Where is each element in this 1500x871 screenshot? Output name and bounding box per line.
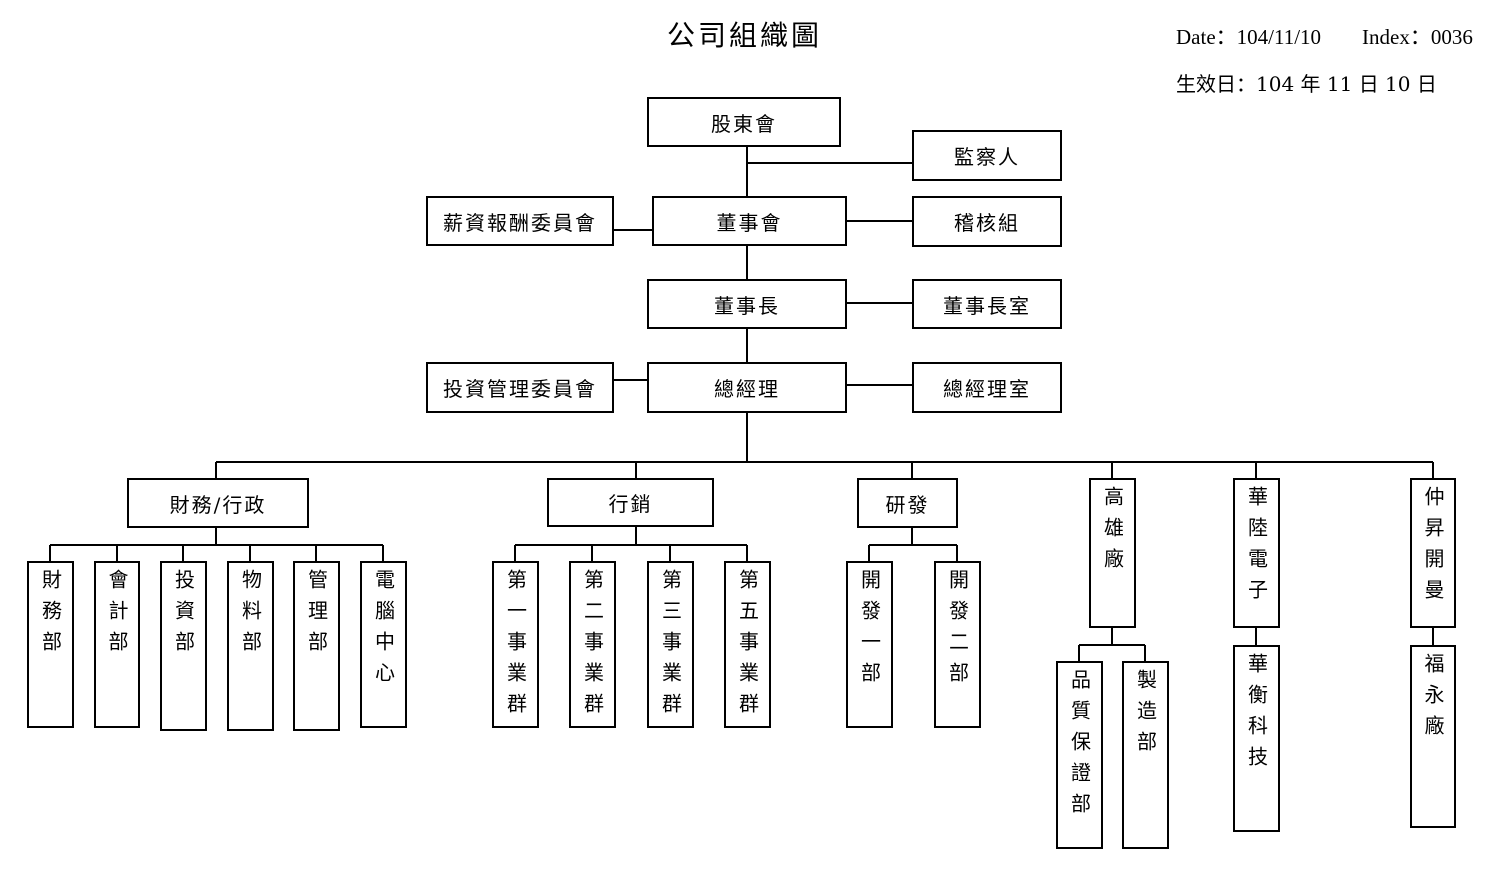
huaheng-tech-box: 華衡科技 (1233, 645, 1280, 832)
business-group-2-label: 第二事業群 (580, 569, 605, 724)
development-dept-2-box: 開發二部 (934, 561, 981, 728)
development-dept-1-label: 開發一部 (857, 569, 882, 693)
business-group-3-box: 第三事業群 (647, 561, 694, 728)
business-group-1-label: 第一事業群 (503, 569, 528, 724)
shareholders-box: 股東會 (647, 97, 841, 147)
investment-dept-box: 投資部 (160, 561, 207, 731)
general-manager-box: 總經理 (647, 362, 847, 413)
business-group-2-box: 第二事業群 (569, 561, 616, 728)
development-dept-1-box: 開發一部 (846, 561, 893, 728)
investment-committee-box: 投資管理委員會 (426, 362, 614, 413)
finance-admin-division: 財務/行政 (127, 478, 309, 528)
finance-admin-label: 財務/行政 (169, 492, 267, 517)
salary-committee-label: 薪資報酬委員會 (443, 210, 597, 235)
gm-office-label: 總經理室 (943, 377, 1031, 401)
computer-center-label: 電腦中心 (371, 569, 396, 693)
general-manager-label: 總經理 (714, 377, 780, 401)
business-group-1-box: 第一事業群 (492, 561, 539, 728)
finance-dept-label: 財務部 (38, 569, 63, 662)
kaohsiung-plant-label: 高雄廠 (1100, 486, 1125, 579)
index-label: Index：0036 (1362, 25, 1473, 49)
accounting-dept-label: 會計部 (105, 569, 129, 662)
rd-division: 研發 (857, 478, 958, 528)
page-title: 公司組織圖 (667, 19, 823, 52)
board-label: 董事會 (716, 210, 783, 235)
development-dept-2-label: 開發二部 (945, 569, 970, 693)
salary-committee-box: 薪資報酬委員會 (426, 196, 614, 246)
investment-committee-label: 投資管理委員會 (443, 377, 597, 401)
kaohsiung-plant-division: 高雄廠 (1089, 478, 1136, 628)
manufacturing-dept-label: 製造部 (1133, 669, 1158, 762)
finance-dept-box: 財務部 (27, 561, 74, 728)
board-box: 董事會 (652, 196, 847, 246)
management-dept-box: 管理部 (293, 561, 340, 731)
huaheng-tech-label: 華衡科技 (1244, 653, 1269, 777)
business-group-5-box: 第五事業群 (724, 561, 771, 728)
chairman-office-label: 董事長室 (943, 293, 1031, 318)
audit-box: 稽核組 (912, 196, 1062, 247)
materials-dept-label: 物料部 (238, 569, 263, 662)
quality-assurance-box: 品質保證部 (1056, 661, 1103, 849)
chairman-label: 董事長 (714, 293, 780, 318)
zhongsheng-cayman-division: 仲昇開曼 (1410, 478, 1456, 628)
rd-label: 研發 (885, 492, 930, 517)
marketing-label: 行銷 (608, 492, 653, 516)
materials-dept-box: 物料部 (227, 561, 274, 731)
management-dept-label: 管理部 (304, 569, 329, 662)
supervisor-box: 監察人 (912, 130, 1062, 181)
supervisor-label: 監察人 (954, 145, 1020, 169)
zhongsheng-cayman-label: 仲昇開曼 (1421, 486, 1445, 610)
audit-label: 稽核組 (954, 211, 1020, 235)
business-group-5-label: 第五事業群 (735, 569, 760, 724)
business-group-3-label: 第三事業群 (658, 569, 683, 724)
investment-dept-label: 投資部 (171, 569, 196, 662)
quality-assurance-label: 品質保證部 (1067, 669, 1092, 824)
shareholders-label: 股東會 (711, 111, 777, 136)
date-label: Date：104/11/10 (1176, 25, 1322, 49)
chairman-box: 董事長 (647, 279, 847, 329)
hualu-electronics-division: 華陸電子 (1233, 478, 1280, 628)
marketing-division: 行銷 (547, 478, 714, 527)
effective-date-label: 生效日：104 年 11 日 10 日 (1176, 72, 1437, 96)
fuyong-plant-box: 福永廠 (1410, 645, 1456, 828)
gm-office-box: 總經理室 (912, 362, 1062, 413)
fuyong-plant-label: 福永廠 (1421, 653, 1445, 746)
chairman-office-box: 董事長室 (912, 279, 1062, 329)
accounting-dept-box: 會計部 (94, 561, 140, 728)
hualu-electronics-label: 華陸電子 (1244, 486, 1269, 610)
computer-center-box: 電腦中心 (360, 561, 407, 728)
manufacturing-dept-box: 製造部 (1122, 661, 1169, 849)
